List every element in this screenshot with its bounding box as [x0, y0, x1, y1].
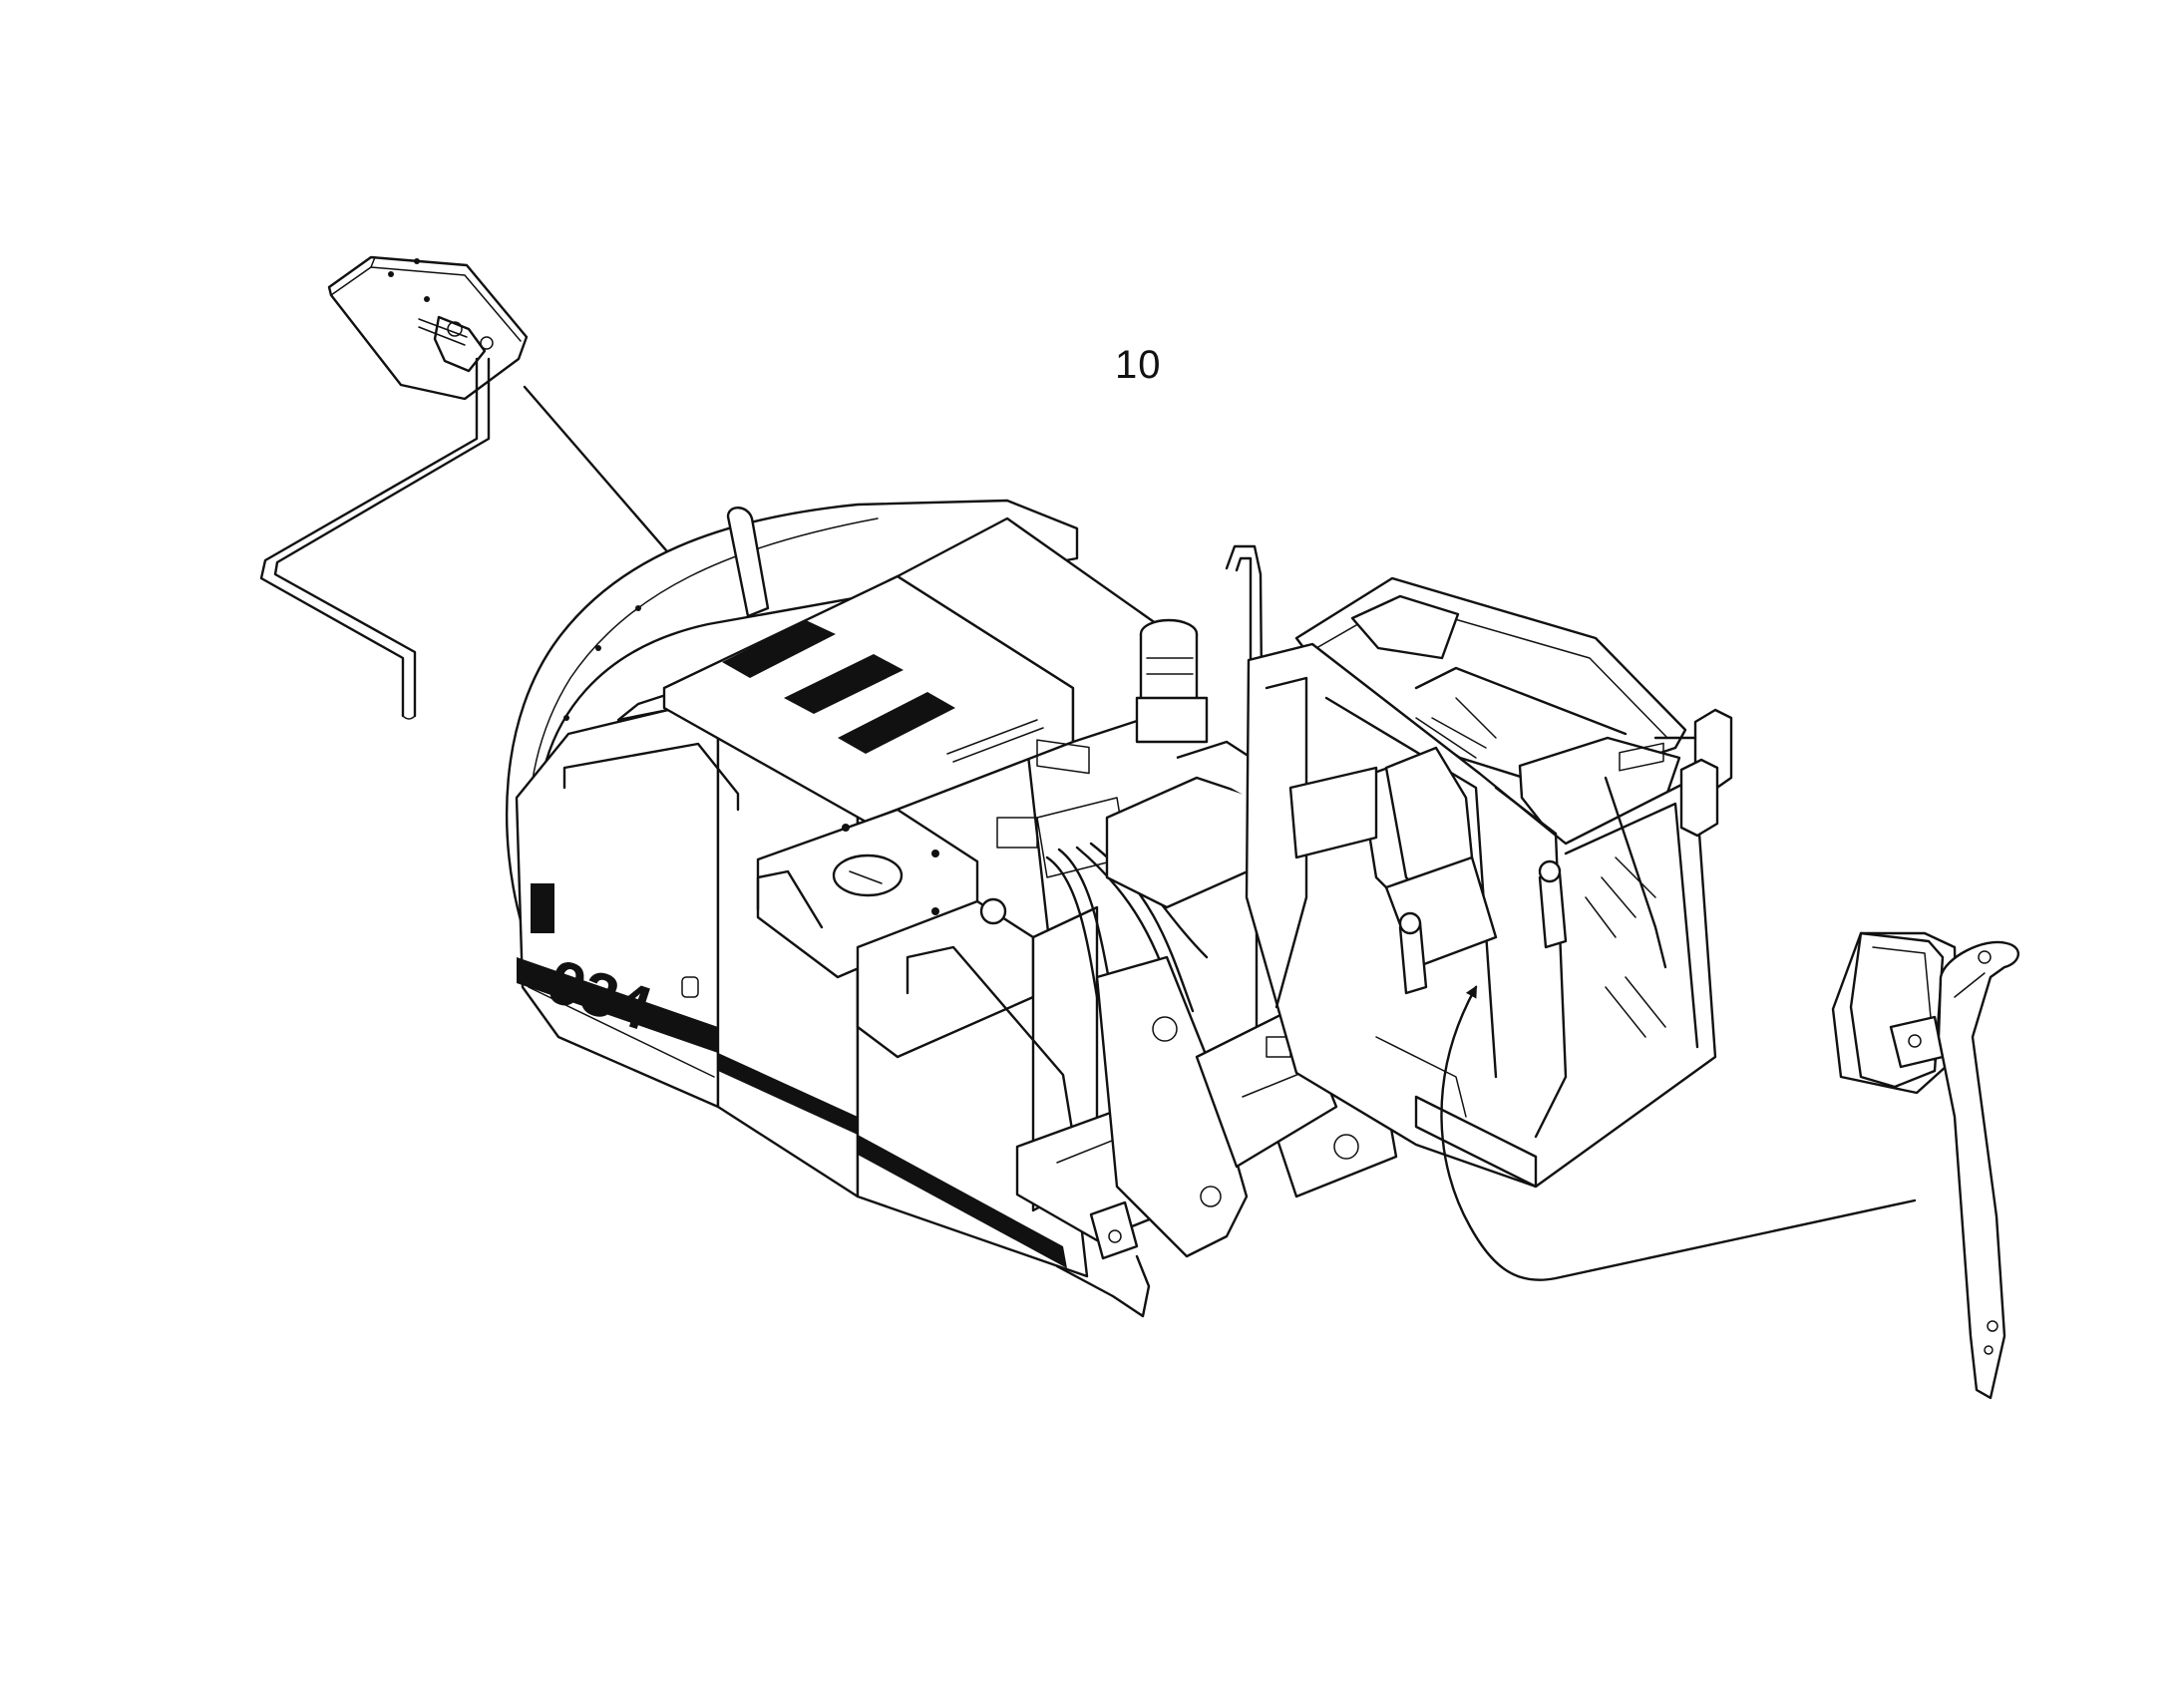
leader-arrow-right: [1440, 985, 1917, 1281]
left-mirror-assembly: [259, 255, 529, 720]
callout-label: 10: [1115, 343, 1162, 387]
hood-vent-grilles: [722, 620, 955, 754]
leader-arrow-left: [523, 385, 694, 582]
control-joysticks: [1398, 859, 1568, 995]
operator-cab: [1245, 576, 1733, 1189]
air-cleaner: [1135, 618, 1209, 744]
window-glass-hatching: [1415, 697, 1666, 1038]
operator-seat: [1288, 746, 1498, 969]
front-light: [1089, 1200, 1139, 1260]
fuel-cap: [832, 854, 904, 897]
cab-side-mirror: [1653, 708, 1733, 838]
right-mirror-assembly: [1831, 931, 2019, 1400]
side-vent-grille: [531, 883, 554, 933]
